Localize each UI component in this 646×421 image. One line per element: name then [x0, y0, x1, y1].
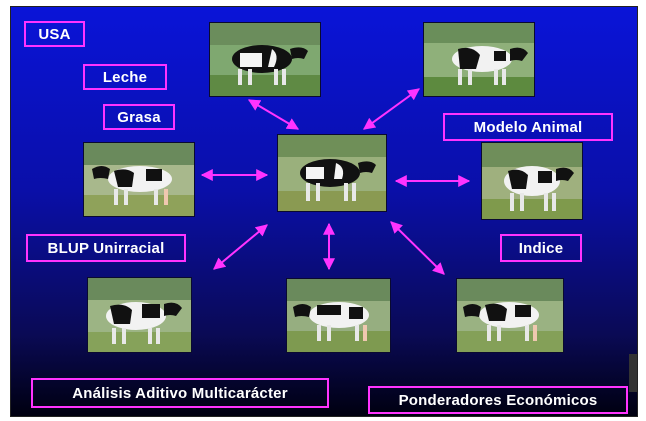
- label-modelo-animal: Modelo Animal: [443, 113, 613, 141]
- arrow-top-right: [363, 88, 420, 130]
- holstein-cow-bottom-left-image: [87, 277, 192, 353]
- holstein-cow-bottom-right-image: [456, 278, 564, 353]
- holstein-cow-left-image: [83, 142, 195, 217]
- label-ponderadores-economicos: Ponderadores Económicos: [368, 386, 628, 414]
- label-usa: USA: [24, 21, 85, 47]
- label-blup-unirracial: BLUP Unirracial: [26, 234, 186, 262]
- arrow-bottom-right: [390, 221, 445, 275]
- label-leche: Leche: [83, 64, 167, 90]
- label-grasa: Grasa: [103, 104, 175, 130]
- label-indice: Indice: [500, 234, 582, 262]
- holstein-cow-top-left-image: [209, 22, 321, 97]
- arrow-bottom-left: [213, 224, 268, 270]
- label-analisis-aditivo: Análisis Aditivo Multicarácter: [31, 378, 329, 408]
- edge-decoration: [629, 354, 637, 392]
- slide: USA Leche Grasa Modelo Animal BLUP Unirr…: [10, 6, 638, 417]
- arrow-top-left: [247, 99, 300, 130]
- holstein-cow-right-image: [481, 142, 583, 220]
- holstein-cow-bottom-center-image: [286, 278, 391, 353]
- holstein-cow-center-image: [277, 134, 387, 212]
- holstein-cow-top-right-image: [423, 22, 535, 97]
